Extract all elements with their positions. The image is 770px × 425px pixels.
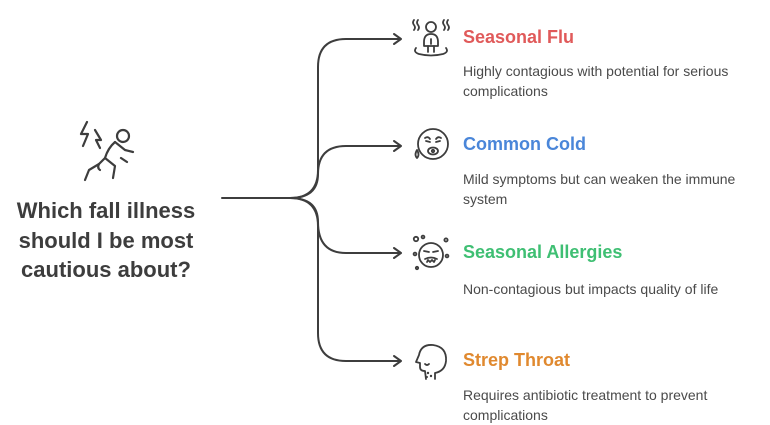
arrowhead-common-cold: [393, 140, 402, 152]
arrowhead-seasonal-flu: [393, 33, 402, 45]
branch-title-seasonal-allergies: Seasonal Allergies: [463, 242, 623, 262]
question-line-1: Which fall illness: [16, 198, 196, 223]
connector-seasonal-allergies: [289, 197, 401, 254]
throat-profile-icon: [415, 344, 447, 380]
sneezing-face-icon: [412, 234, 450, 271]
question-line-2: should I be most: [18, 227, 194, 253]
arrowhead-strep-throat: [393, 355, 402, 367]
branch-desc-seasonal-allergies: Non-contagious but impacts quality of li…: [463, 281, 719, 297]
arrowhead-seasonal-allergies: [393, 247, 402, 259]
branch-desc-strep-throat: Requires antibiotic treatment to prevent…: [463, 387, 708, 423]
connector-seasonal-flu: [289, 38, 401, 199]
branch-desc-seasonal-flu: Highly contagious with potential for ser…: [463, 63, 729, 99]
branch-desc-common-cold: Mild symptoms but can weaken the immune …: [463, 171, 736, 207]
branch-title-strep-throat: Strep Throat: [463, 350, 571, 370]
branch-title-seasonal-flu: Seasonal Flu: [463, 27, 575, 47]
sick-face-icon: [414, 128, 449, 160]
connector-common-cold: [289, 145, 401, 199]
fever-person-icon: [412, 19, 450, 57]
question-line-3: cautious about?: [21, 257, 191, 282]
falling-person-icon: [79, 120, 135, 182]
branch-title-common-cold: Common Cold: [463, 134, 586, 154]
connector-strep-throat: [289, 197, 401, 362]
central-question: Which fall illness should I be most caut…: [0, 196, 212, 285]
